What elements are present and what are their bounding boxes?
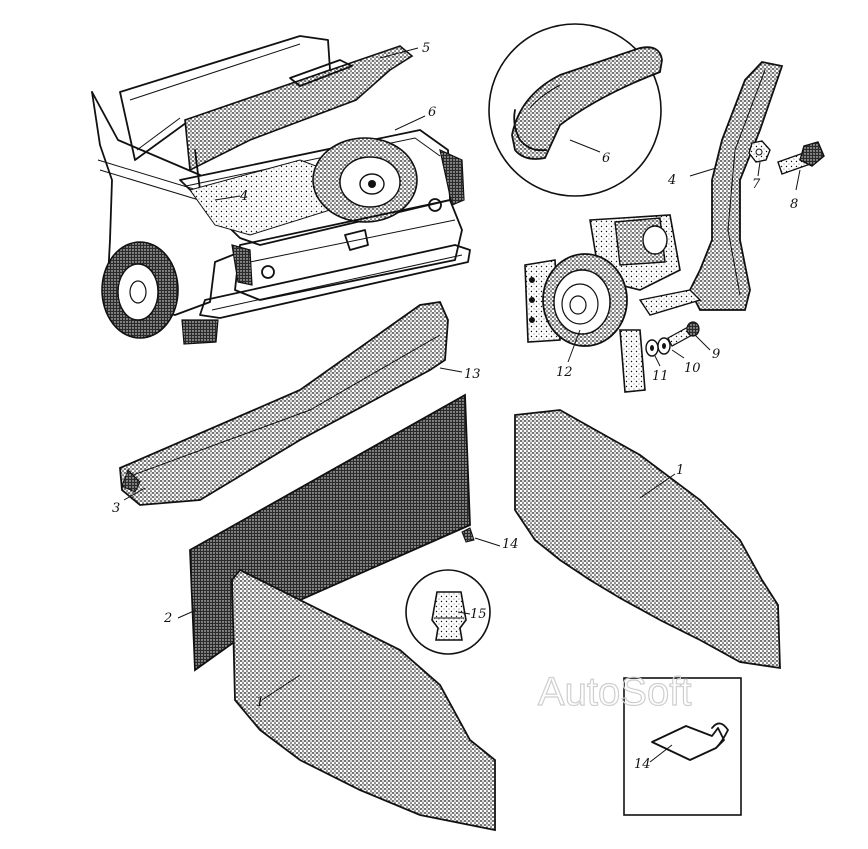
plug-15-detail xyxy=(405,569,491,655)
callout-12: 12 xyxy=(556,365,573,380)
callout-labels: 5 6 4 6 4 7 8 9 10 11 12 13 3 14 2 1 1 1… xyxy=(112,41,798,772)
spare-wheel-bracket xyxy=(688,61,784,311)
washer-11 xyxy=(645,339,659,357)
nut-7 xyxy=(748,140,771,163)
callout-1-left: 1 xyxy=(256,695,264,710)
callout-10: 10 xyxy=(684,361,701,376)
callout-8: 8 xyxy=(790,197,798,212)
clip-14 xyxy=(461,527,475,543)
rear-wheel xyxy=(101,241,179,339)
callout-1-right: 1 xyxy=(676,463,684,478)
callout-4-trunk: 4 xyxy=(239,189,248,204)
car-rear-illustration xyxy=(91,35,471,345)
leader-lines xyxy=(123,47,801,763)
callout-14-clip: 14 xyxy=(502,537,519,552)
bolt-8 xyxy=(777,141,825,175)
rear-shelf-panel xyxy=(119,301,449,506)
callout-7: 7 xyxy=(752,177,761,192)
callout-3: 3 xyxy=(112,501,120,516)
callout-4-bracket: 4 xyxy=(667,173,676,188)
side-panel-1-right xyxy=(514,409,781,670)
callout-5: 5 xyxy=(422,41,430,56)
callout-9: 9 xyxy=(712,347,720,362)
spare-wheel-holder-assembly xyxy=(524,214,702,393)
spare-wheel xyxy=(312,137,418,223)
trunk-lid xyxy=(184,45,414,191)
callout-14-detail: 14 xyxy=(634,757,651,772)
callout-6-trunk: 6 xyxy=(428,105,436,120)
bolt-9 xyxy=(667,321,700,347)
callout-11: 11 xyxy=(652,369,669,384)
watermark-text: AutoSoft xyxy=(538,670,691,714)
clip-14-detail-box xyxy=(623,677,742,816)
callout-2: 2 xyxy=(163,611,172,626)
callout-13: 13 xyxy=(464,367,481,382)
washer-10 xyxy=(657,337,671,355)
callout-6-detail: 6 xyxy=(602,151,610,166)
seal-profile-detail xyxy=(488,23,663,197)
callout-15: 15 xyxy=(470,607,487,622)
side-panel-1-left xyxy=(231,568,496,832)
